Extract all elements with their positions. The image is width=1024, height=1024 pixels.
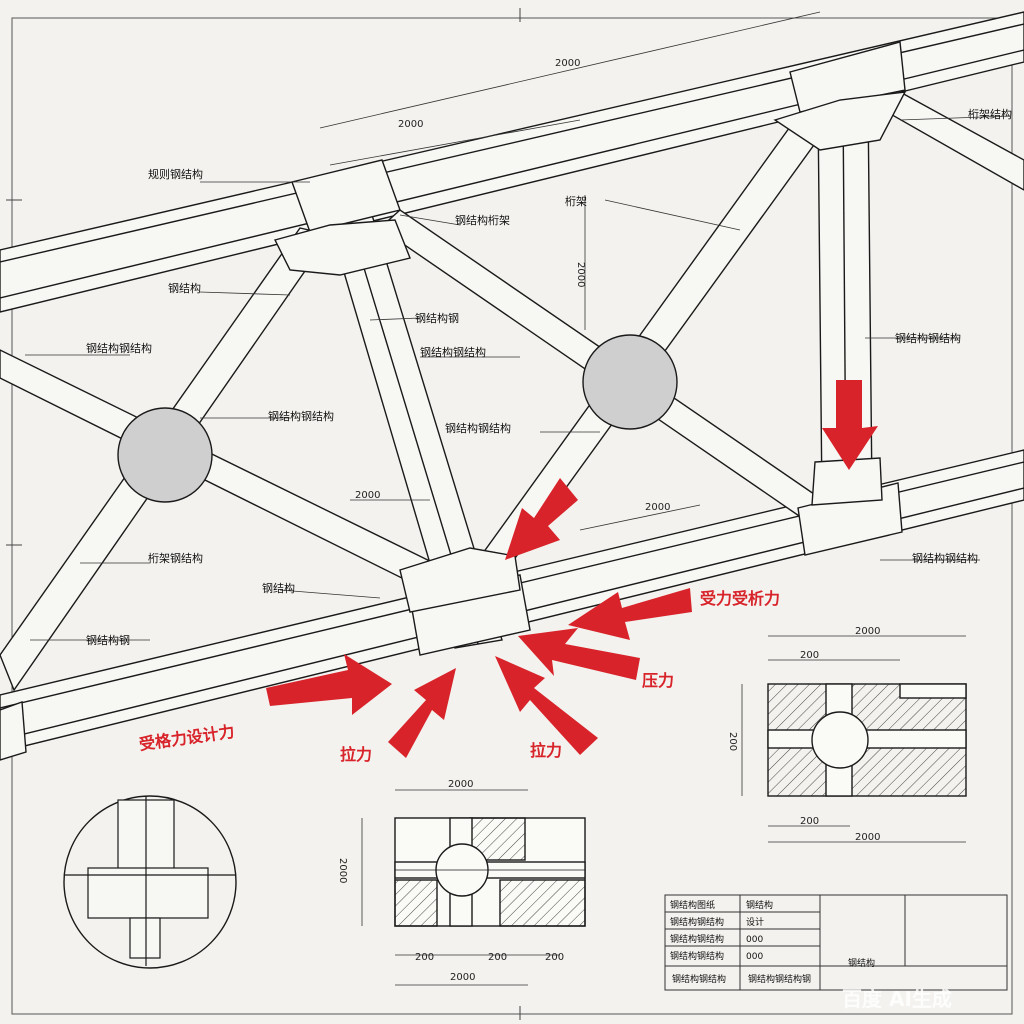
dim-line [329,119,581,166]
gusset-plate [399,547,521,613]
annotation-label: 钢结构钢结构 [895,331,961,345]
leader-lines [25,115,1011,641]
dimension-texts: 2000 2000 2000 2000 2000 2000 2000 200 2… [337,58,880,983]
section-hole [811,711,869,769]
dim-text: 200 [488,952,507,963]
dim-text: 200 [545,952,564,963]
force-arrow [822,380,878,470]
force-label-pressure: 压力 [642,671,674,690]
gusset-plate [291,159,401,233]
drawing-border [11,17,1013,1015]
dim-text: 2000 [448,779,473,790]
gusset-plate [0,701,27,761]
title-block-frame [664,894,1008,991]
title-block-row: 钢结构钢结构 [670,916,724,928]
force-arrow [495,656,598,755]
annotation-label: 钢结构钢结构 [268,409,334,423]
leader-line [369,317,421,321]
force-arrows [266,380,878,758]
force-arrow [518,628,640,680]
dim-line [319,11,821,129]
title-block-value: 设计 [746,916,764,928]
title-block-value: 钢结构 [746,899,773,911]
dim-text: 200 [415,952,434,963]
dimension-lines [319,11,821,531]
title-block-row: 钢结构钢结构 [670,933,724,945]
force-label-tension: 拉力 [530,741,562,760]
annotation-label: 桁架结构 [968,107,1012,121]
dim-text: 2000 [398,119,423,130]
gusset-plate [773,91,907,151]
title-block [664,894,1008,991]
dim-text: 2000 [355,490,380,501]
leader-line [399,214,461,226]
dim-text: 2000 [450,972,475,983]
dim-text: 2000 [575,262,586,287]
dim-text: 200 [727,732,738,751]
annotation-label: 桁架钢结构 [148,551,203,565]
joint-ball [582,334,678,430]
title-block-bottom-left: 钢结构钢结构 [672,973,726,985]
force-label-design: 受格力设计力 [138,722,236,754]
title-block-row: 钢结构图纸 [670,899,715,911]
top-chord [0,11,1024,313]
annotation-label: 钢结构钢 [415,311,459,325]
dim-text: 2000 [555,58,580,69]
section-detail-right [767,683,967,797]
force-arrow [266,654,392,715]
title-block-value: 000 [746,935,763,945]
annotation-label: 钢结构 [168,281,201,295]
detail-circle [63,795,237,969]
force-arrow [388,668,456,758]
annotation-label: 桁架 [565,194,587,208]
title-block-value: 000 [746,952,763,962]
dim-text: 200 [800,650,819,661]
force-arrow [568,588,692,640]
section-detail-left [394,817,586,927]
joint-ball [117,407,213,503]
title-block-bottom-mid: 钢结构钢结构钢 [748,973,811,985]
title-block-row: 钢结构钢结构 [670,950,724,962]
watermark: 百度 AI生成 [842,987,952,1011]
annotation-label: 规则钢结构 [148,167,203,181]
dim-text: 200 [800,816,819,827]
annotation-label: 钢结构钢结构 [86,341,152,355]
title-block-bottom-right: 钢结构 [848,957,875,969]
detail-circle-outline [63,795,237,969]
force-arrow [505,478,578,560]
section-hatch [499,879,586,927]
title-block-texts: 钢结构图纸 钢结构钢结构 钢结构钢结构 钢结构钢结构 钢结构 设计 000 00… [670,899,875,985]
force-label-tension: 拉力 [340,745,372,764]
annotation-label: 钢结构钢结构 [912,551,978,565]
dim-text: 2000 [855,832,880,843]
annotation-label: 钢结构钢结构 [445,421,511,435]
force-label-analysis: 受力受析力 [700,589,780,608]
annotation-label: 钢结构钢结构 [420,345,486,359]
leader-line [199,291,291,296]
section-right-dims [741,635,966,843]
dim-text: 2000 [337,858,348,883]
annotation-label: 钢结构桁架 [455,213,510,227]
dim-text: 2000 [645,502,670,513]
detail-lower-stub [129,917,161,959]
gusset-plate [789,41,906,113]
section-left-dims [361,789,560,986]
leader-line [279,589,381,599]
section-plate [899,683,967,699]
annotation-labels: 规则钢结构 钢结构桁架 钢结构 钢结构钢结构 桁架 钢结构钢结构 钢结构钢 钢结… [86,107,1012,647]
truss [0,11,1024,761]
leader-line [604,199,741,231]
leader-line [899,115,1011,121]
annotation-label: 钢结构 [262,581,295,595]
gusset-plate [811,457,883,506]
annotation-label: 钢结构钢 [86,633,130,647]
dim-line [579,504,701,531]
dim-text: 2000 [855,626,880,637]
section-hatch [394,879,438,927]
diagonal-member [878,91,1024,191]
gusset-plate [273,219,411,276]
